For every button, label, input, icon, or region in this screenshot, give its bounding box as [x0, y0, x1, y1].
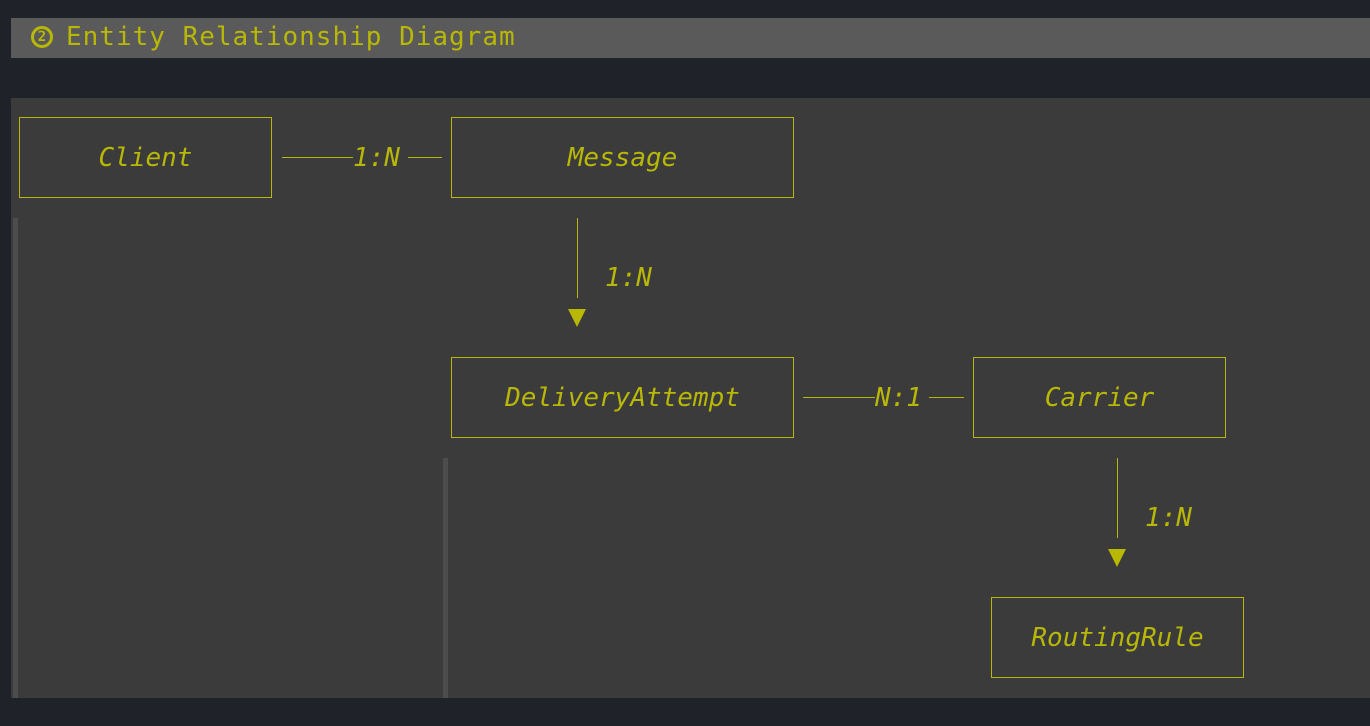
relation-label: 1:N: [1145, 503, 1192, 533]
indent-guide: [13, 218, 18, 698]
connector-line: [282, 157, 353, 158]
entity-client[interactable]: Client: [19, 117, 272, 198]
relation-label: 1:N: [353, 143, 400, 173]
circled-two-icon: 2: [31, 26, 53, 48]
entity-message[interactable]: Message: [451, 117, 794, 198]
connector-line: [929, 397, 964, 398]
diagram-title: Entity Relationship Diagram: [66, 22, 516, 52]
arrow-down-icon: [568, 309, 586, 327]
diagram-header: 2 Entity Relationship Diagram: [11, 18, 1370, 58]
relation-label: 1:N: [605, 263, 652, 293]
connector-line: [1117, 458, 1118, 538]
entity-delivery-attempt[interactable]: DeliveryAttempt: [451, 357, 794, 438]
entity-carrier[interactable]: Carrier: [973, 357, 1226, 438]
arrow-down-icon: [1108, 549, 1126, 567]
entity-routing-rule[interactable]: RoutingRule: [991, 597, 1244, 678]
connector-line: [408, 157, 442, 158]
connector-line: [577, 218, 578, 298]
diagram-canvas: [11, 98, 1370, 698]
relation-label: N:1: [875, 383, 922, 413]
indent-guide: [443, 458, 448, 698]
connector-line: [803, 397, 875, 398]
